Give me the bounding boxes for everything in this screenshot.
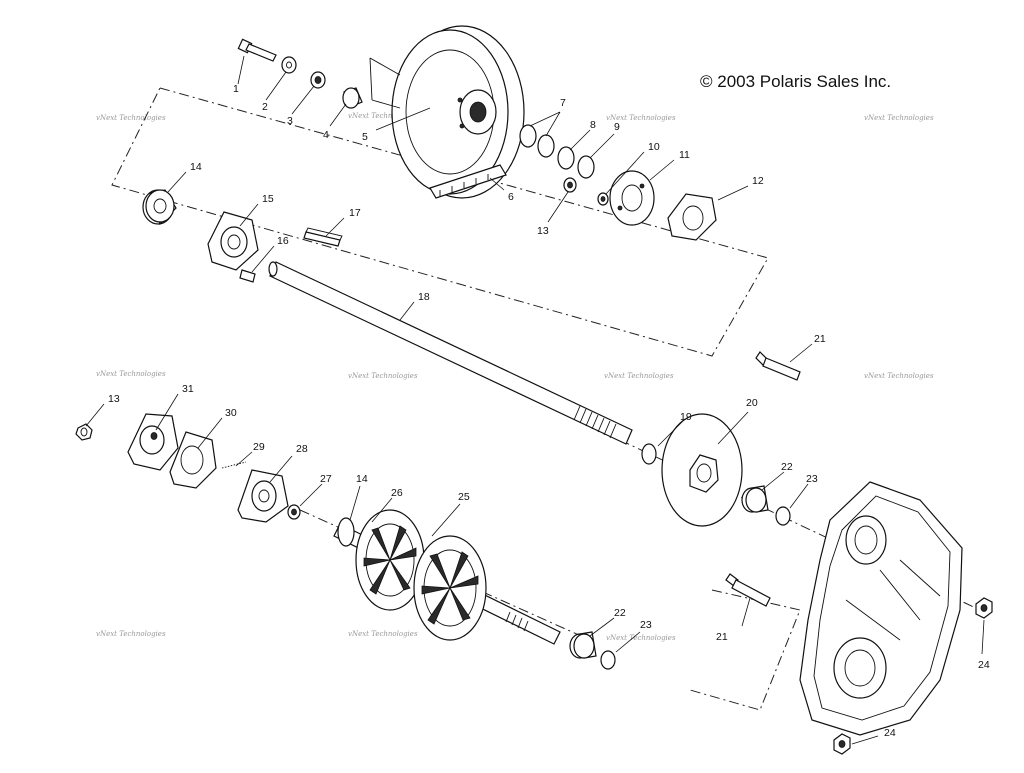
watermark-text: vNext Technologies [864, 114, 934, 122]
bearing-plate-part-11 [609, 170, 655, 226]
callout-label: 23 [640, 619, 652, 631]
nut-part-24-bottom [833, 733, 851, 755]
plug-part-27 [287, 504, 301, 520]
callout-label: 26 [391, 487, 403, 499]
bolt-part-21-lower [725, 573, 771, 607]
watermark-text: vNext Technologies [606, 114, 676, 122]
bearing-part-14-upper [142, 189, 177, 226]
callout-label: 14 [356, 473, 368, 485]
lower-assembly-outline [689, 589, 801, 711]
flange-part-28 [237, 469, 289, 523]
watermark-text: vNext Technologies [606, 634, 676, 642]
nut-part-24-right [975, 597, 993, 619]
drive-sprocket-assembly-part-25 [333, 509, 561, 645]
callout-label: 2 [262, 101, 268, 113]
shaft-part-18 [268, 261, 633, 445]
seal-ring-part-8 [557, 146, 575, 170]
callout-label: 8 [590, 119, 596, 131]
callout-label: 21 [814, 333, 826, 345]
callout-label: 16 [277, 235, 289, 247]
callout-label: 4 [323, 129, 329, 141]
washer-part-23-upper [775, 506, 791, 526]
callout-label: 17 [349, 207, 361, 219]
watermark-text: vNext Technologies [604, 372, 674, 380]
key-part-17 [303, 227, 343, 247]
callout-label: 27 [320, 473, 332, 485]
bolt-part-1 [237, 38, 277, 62]
watermark-text: vNext Technologies [96, 114, 166, 122]
callout-label: 30 [225, 407, 237, 419]
callout-label: 24 [978, 659, 990, 671]
watermark-text: vNext Technologies [348, 372, 418, 380]
leader-lines [85, 55, 985, 745]
callout-label: 25 [458, 491, 470, 503]
callout-label: 14 [190, 161, 202, 173]
callout-label: 31 [182, 383, 194, 395]
bushing-part-13-upper [563, 177, 577, 193]
callout-label: 5 [362, 131, 368, 143]
callout-label: 20 [746, 397, 758, 409]
callout-label: 22 [781, 461, 793, 473]
chaincase-housing [799, 481, 963, 736]
callout-label: 18 [418, 291, 430, 303]
callout-label: 23 [806, 473, 818, 485]
callout-label: 10 [648, 141, 660, 153]
seal-part-19 [641, 443, 657, 465]
callout-label: 19 [680, 411, 692, 423]
seal-ring-part-9 [577, 155, 595, 179]
washer-part-3 [310, 71, 326, 89]
callout-label: 6 [508, 191, 514, 203]
callout-label: 29 [253, 441, 265, 453]
callout-label: 24 [884, 727, 896, 739]
watermark-text: vNext Technologies [96, 370, 166, 378]
watermark-text: vNext Technologies [348, 630, 418, 638]
seal-rings-part-7 [519, 124, 555, 158]
lower-shaft-centerline [299, 509, 591, 641]
callout-label: 3 [287, 115, 293, 127]
drive-chain-part-6 [429, 164, 507, 199]
bushing-part-4 [342, 87, 363, 109]
callout-label: 9 [614, 121, 620, 133]
brake-disc-part-20 [661, 413, 743, 527]
watermark-text: vNext Technologies [96, 630, 166, 638]
nut-part-13-lower [75, 423, 93, 441]
gasket-part-30 [169, 431, 217, 489]
watermark-text: vNext Technologies [348, 112, 418, 120]
washer-part-2 [281, 56, 297, 74]
sprocket-wheel-part-5 [369, 25, 525, 199]
callout-label: 13 [537, 225, 549, 237]
callout-label: 21 [716, 631, 728, 643]
callout-label: 22 [614, 607, 626, 619]
flange-part-15 [207, 211, 259, 271]
bearing-part-22-upper [741, 485, 769, 513]
callout-label: 13 [108, 393, 120, 405]
callout-label: 7 [560, 97, 566, 109]
bolt-part-21-upper [755, 351, 801, 381]
bearing-cap-part-31 [127, 413, 179, 471]
spring-part-29 [221, 461, 247, 469]
upper-assembly-outline [111, 87, 769, 357]
washer-part-10 [597, 192, 609, 206]
flange-part-12 [667, 193, 717, 241]
watermark-text: vNext Technologies [864, 372, 934, 380]
callout-label: 11 [679, 149, 690, 161]
callout-label: 15 [262, 193, 274, 205]
bolt-part-16 [239, 269, 256, 283]
callout-label: 1 [233, 83, 239, 95]
copyright-notice: © 2003 Polaris Sales Inc. [700, 72, 892, 91]
callout-label: 12 [752, 175, 764, 187]
callout-label: 28 [296, 443, 308, 455]
bearing-part-22-lower [569, 631, 597, 659]
washer-part-23-lower [600, 650, 616, 670]
